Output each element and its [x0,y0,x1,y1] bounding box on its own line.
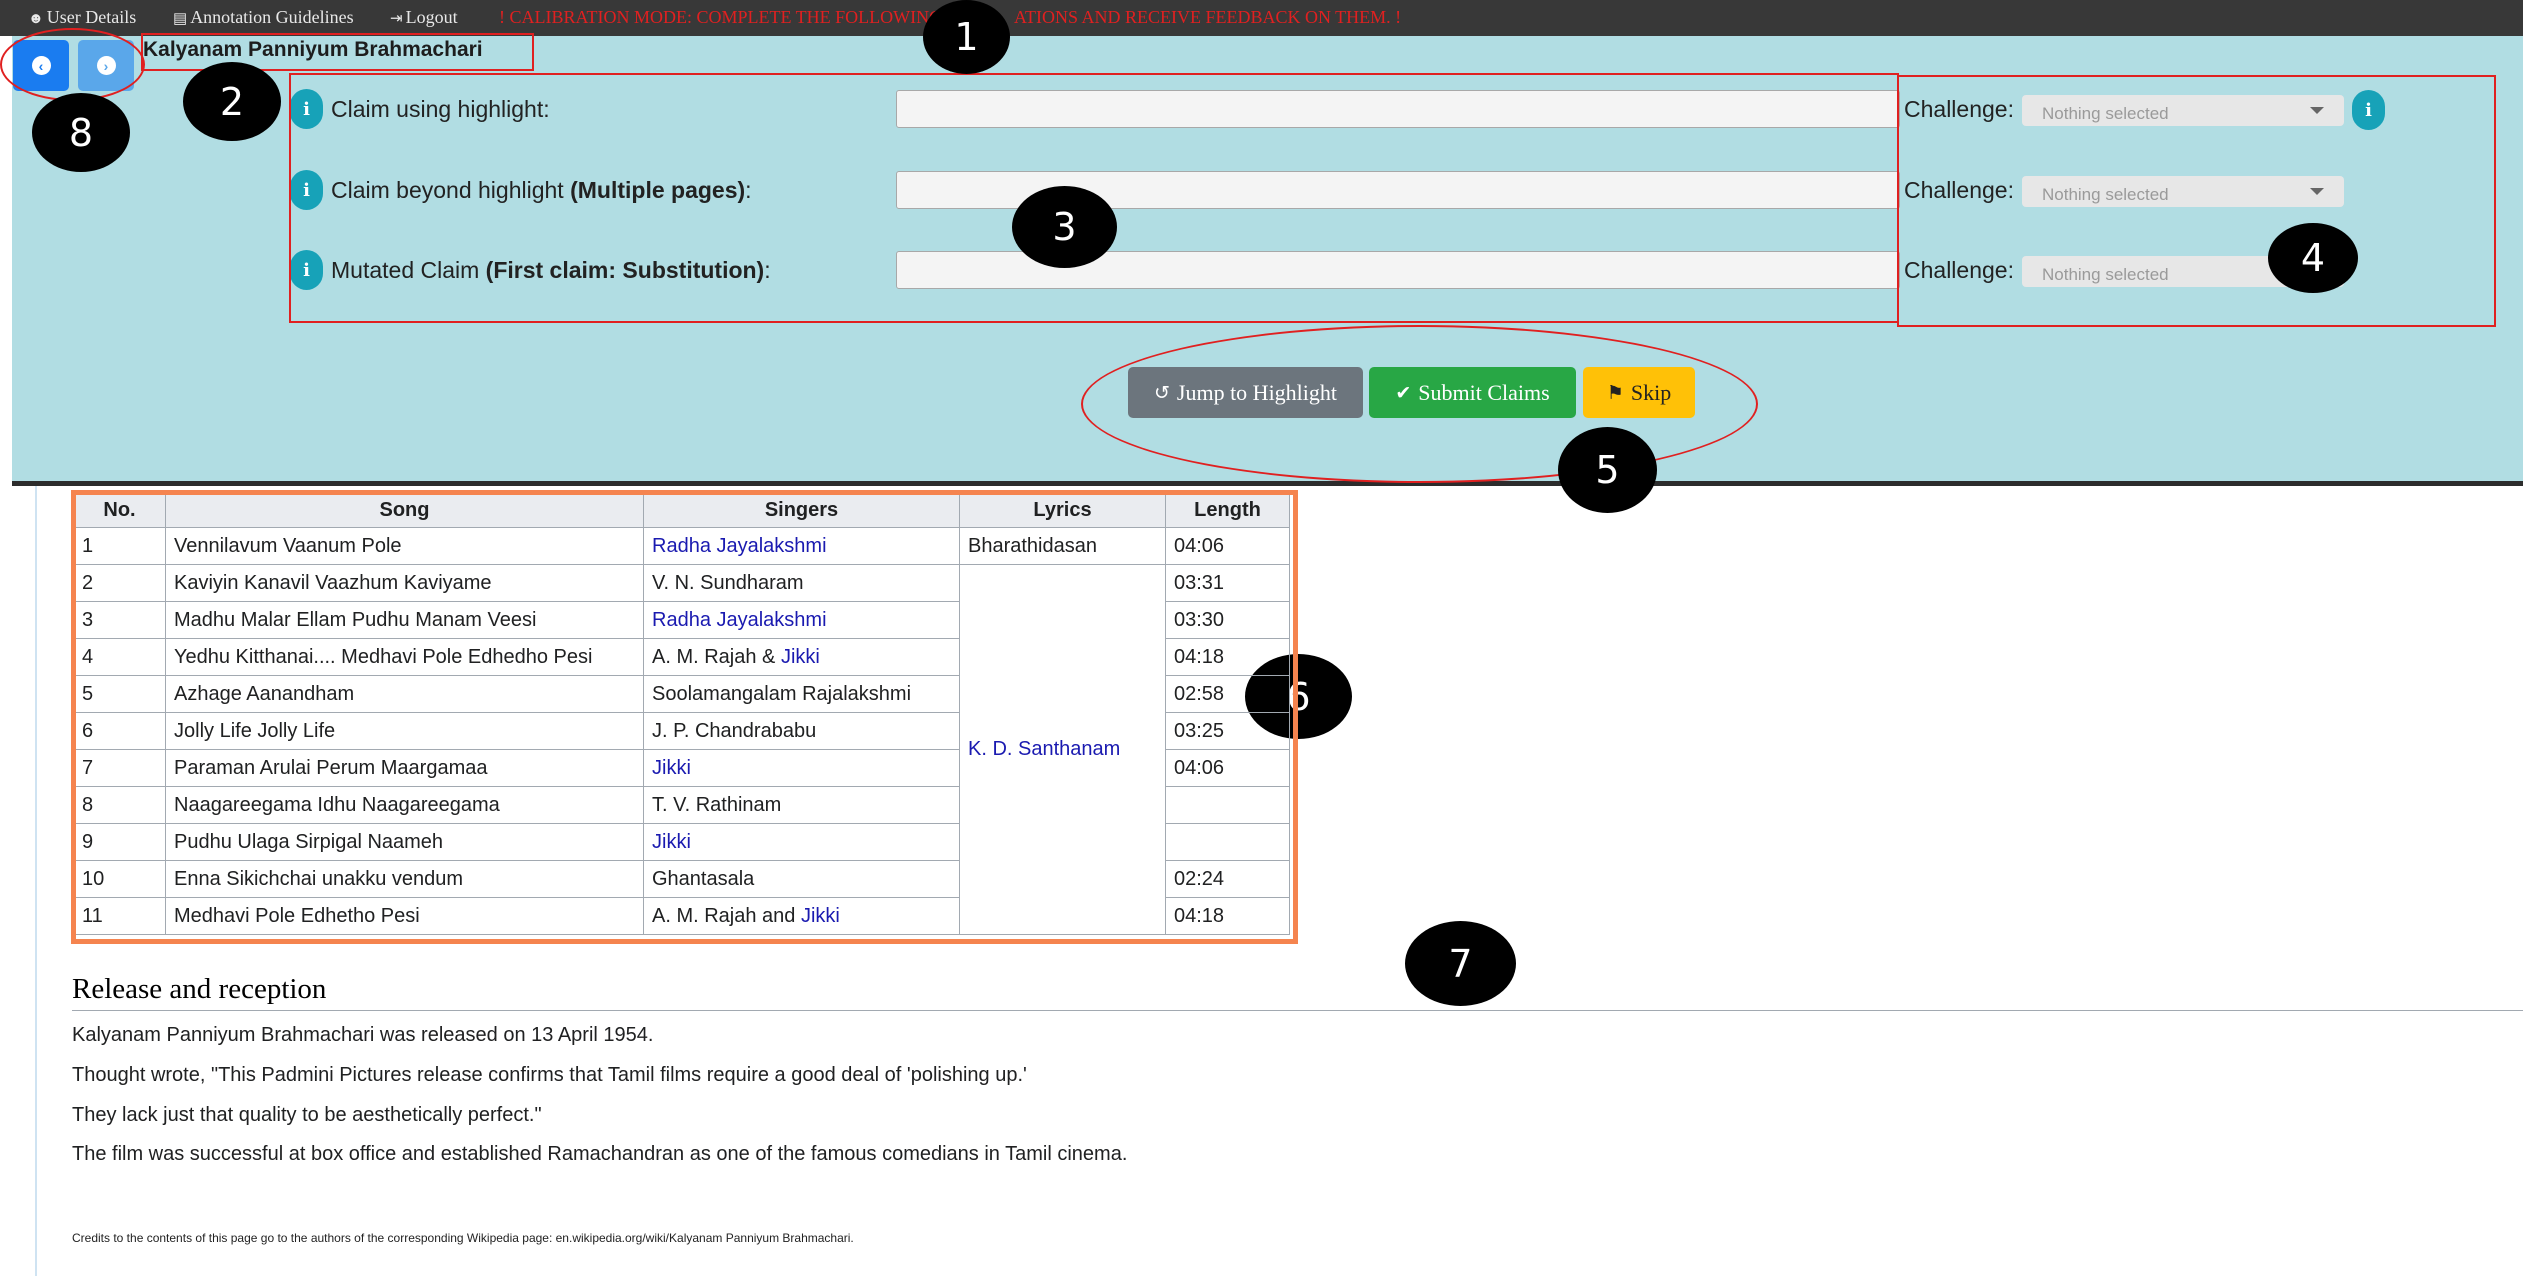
marker-2: 2 [183,62,281,141]
lyricist-link[interactable]: K. D. Santhanam [968,738,1121,760]
mutated-claim-info-icon[interactable]: i [290,250,323,290]
marker-8: 8 [32,93,130,172]
table-annotation-box [71,490,1298,944]
section-heading: Release and reception [72,973,327,1005]
column-header: Singers [643,492,960,528]
article-left-rule [35,486,37,1276]
panel-divider [12,481,2523,486]
paragraph: They lack just that quality to be aesthe… [72,1104,542,1126]
singer-link[interactable]: Jikki [652,830,691,853]
table-row: 4 Yedhu Kitthanai.... Medhavi Pole Edhed… [73,638,1290,676]
marker-4: 4 [2268,223,2358,293]
calibration-notice: ! CALIBRATION MODE: COMPLETE THE FOLLOWI… [499,7,943,27]
challenge-label: Challenge: [1904,96,2014,122]
title-annotation-box [141,33,534,71]
claim-highlight-input[interactable] [896,90,1900,128]
challenge-select-1[interactable]: Nothing selected [2022,95,2344,126]
credits-footer: Credits to the contents of this page go … [72,1231,854,1245]
document-icon: ▤ [173,11,188,27]
singer-link[interactable]: Jikki [652,756,691,779]
paragraph: Kalyanam Panniyum Brahmachari was releas… [72,1024,654,1046]
table-row: 5 Azhage Aanandham Soolamangalam Rajalak… [73,675,1290,713]
table-row: 8 Naagareegama Idhu Naagareegama T. V. R… [73,786,1290,824]
table-row: 7 Paraman Arulai Perum Maargamaa Jikki 0… [73,749,1290,787]
mutated-claim-label: Mutated Claim (First claim: Substitution… [331,257,771,283]
buttons-annotation-ellipse [1081,325,1758,483]
challenge-label: Challenge: [1904,257,2014,283]
calibration-notice-tail: ATIONS AND RECEIVE FEEDBACK ON THEM. ! [1014,7,1402,27]
sign-out-icon: ⇥ [390,11,403,27]
track-list-table: No. Song Singers Lyrics Length 1 Vennila… [73,492,1290,935]
marker-3: 3 [1012,186,1117,268]
marker-5: 5 [1558,427,1657,513]
nav-annotation-ellipse [0,28,145,101]
paragraph: The film was successful at box office an… [72,1143,1128,1165]
chevron-down-icon [2310,188,2324,195]
page-title: Kalyanam Panniyum Brahmachari [143,38,483,61]
heading-divider [72,1010,2523,1011]
user-circle-icon: ☻ [28,11,44,27]
marker-1: 1 [923,0,1010,74]
challenge-info-icon[interactable]: i [2352,90,2385,130]
chevron-down-icon [2310,107,2324,114]
paragraph: Thought wrote, "This Padmini Pictures re… [72,1064,1027,1086]
logout-link[interactable]: ⇥Logout [390,7,458,27]
table-row: 6 Jolly Life Jolly Life J. P. Chandrabab… [73,712,1290,750]
table-row: 11 Medhavi Pole Edhetho Pesi A. M. Rajah… [73,897,1290,935]
challenge-select-2[interactable]: Nothing selected [2022,176,2344,207]
column-header: No. [73,492,166,528]
singer-link[interactable]: Jikki [780,645,820,668]
table-row: 2 Kaviyin Kanavil Vaazhum Kaviyame V. N.… [73,564,1290,935]
challenge-label: Challenge: [1904,177,2014,203]
claim-highlight-label: Claim using highlight: [331,96,550,122]
claim-beyond-info-icon[interactable]: i [290,170,323,210]
claim-info-icon[interactable]: i [290,89,323,129]
singer-link[interactable]: Radha Jayalakshmi [652,534,827,557]
user-details-link[interactable]: ☻User Details [28,7,137,27]
table-row: 10 Enna Sikichchai unakku vendum Ghantas… [73,860,1290,898]
column-header: Length [1165,492,1290,528]
column-header: Lyrics [959,492,1166,528]
annotation-guidelines-link[interactable]: ▤Annotation Guidelines [173,7,354,27]
singer-link[interactable]: Radha Jayalakshmi [652,608,827,631]
table-row: 3 Madhu Malar Ellam Pudhu Manam Veesi Ra… [73,601,1290,639]
singer-link[interactable]: Jikki [800,904,840,927]
claim-beyond-label: Claim beyond highlight (Multiple pages): [331,177,752,203]
challenge-annotation-box [1897,75,2496,327]
top-navbar: ☻User Details ▤Annotation Guidelines ⇥Lo… [0,0,2523,36]
marker-7: 7 [1405,921,1516,1006]
